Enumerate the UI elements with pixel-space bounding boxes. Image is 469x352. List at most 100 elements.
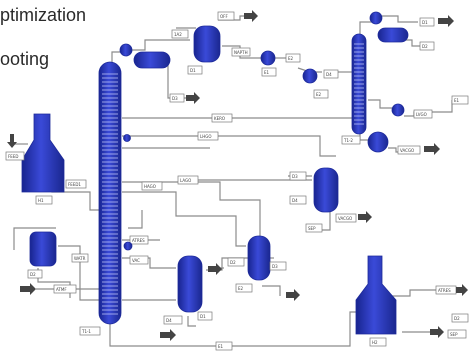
svg-text:ATRES: ATRES (132, 238, 145, 243)
svg-text:E1: E1 (454, 98, 460, 103)
svg-text:E2: E2 (316, 92, 322, 97)
column2-pump[interactable] (391, 103, 405, 117)
feed-stream-tag: FEED (5, 151, 25, 161)
svg-text:D4: D4 (292, 198, 298, 203)
svg-text:H1: H1 (38, 198, 44, 203)
tag-c2-bottom: VACGO (397, 145, 421, 155)
tag-h2-bottom: D2 (451, 313, 469, 323)
tag-e2: E2 (313, 89, 329, 99)
tag-lago: LAGO (177, 175, 199, 185)
tag-lower-2: VAC (129, 255, 149, 265)
svg-text:D3: D3 (272, 264, 278, 269)
offgas-arrow-icon (244, 10, 258, 22)
tag-sep-left2: D4 (289, 195, 307, 205)
stripper-sep[interactable] (313, 167, 339, 213)
c2-bottom-arrow-icon (424, 143, 440, 155)
header-text-line2: ooting (0, 49, 50, 69)
tag-bottom-pipe: E1 (215, 341, 233, 351)
svg-text:VACGO: VACGO (400, 148, 414, 153)
tag-atmf: ATMF (53, 284, 77, 294)
feed-arrow-icon (7, 134, 17, 148)
column2-condenser[interactable] (369, 11, 409, 43)
exchanger-e1[interactable] (260, 50, 276, 66)
svg-text:FEED1: FEED1 (68, 182, 81, 187)
svg-text:FEED: FEED (8, 154, 18, 159)
column2-reboiler[interactable] (367, 131, 389, 153)
main-column-label: T1-1 (79, 326, 101, 336)
svg-text:VACGO: VACGO (338, 216, 352, 221)
furnace-h2-label: H2 (369, 337, 387, 347)
svg-text:D4: D4 (166, 318, 172, 323)
tag-wat: WATR (71, 253, 89, 263)
d1-out-arrow-icon (186, 92, 200, 104)
tag-lower-4: D4 (163, 315, 183, 325)
svg-text:1A2: 1A2 (174, 32, 182, 37)
svg-text:ATRES: ATRES (438, 288, 451, 293)
pump-p1[interactable] (302, 68, 318, 84)
tag-c2-right: E1 (451, 95, 469, 105)
inlet-arrow-icon (20, 283, 36, 295)
tag-center-bottom: E2 (235, 283, 253, 293)
lower-exchanger[interactable] (123, 241, 133, 251)
svg-text:D1: D1 (190, 68, 196, 73)
svg-text:E1: E1 (218, 344, 224, 349)
feed-stream-tag-2: FEED1 (65, 179, 87, 189)
tag-lower-1: ATRES (129, 235, 149, 245)
overhead-drum-d1[interactable] (193, 25, 221, 63)
svg-text:D1: D1 (422, 20, 428, 25)
main-distillation-column[interactable] (98, 61, 122, 325)
center-bottom-arrow-icon (286, 289, 300, 301)
svg-text:E2: E2 (238, 286, 244, 291)
svg-text:LHGO: LHGO (200, 134, 211, 139)
svg-text:D2: D2 (454, 316, 460, 321)
svg-text:LVGO: LVGO (416, 112, 427, 117)
svg-text:SEP: SEP (450, 332, 458, 337)
svg-text:NAPTH: NAPTH (234, 50, 248, 55)
overhead-condenser[interactable] (119, 43, 171, 69)
svg-text:LAGO: LAGO (180, 178, 191, 183)
tag-lower-3: D1 (197, 311, 213, 321)
svg-text:D2: D2 (30, 272, 36, 277)
svg-text:OFF: OFF (220, 14, 228, 19)
svg-text:H2: H2 (372, 340, 378, 345)
svg-text:D3: D3 (292, 174, 298, 179)
furnace-h2[interactable] (355, 255, 397, 335)
center-drum[interactable] (247, 235, 271, 281)
svg-text:D2: D2 (422, 44, 428, 49)
column-trays (102, 73, 118, 315)
tag-h2-bottom2: SEP (447, 329, 467, 339)
drum-left[interactable] (29, 231, 57, 267)
tag-stream-mid: E2 (285, 53, 301, 63)
side-stripper-small[interactable] (123, 134, 131, 142)
exchanger-e1-label: E1 (261, 67, 277, 77)
svg-text:E2: E2 (288, 56, 294, 61)
secondary-column[interactable] (351, 33, 367, 135)
svg-text:D1: D1 (200, 314, 206, 319)
svg-text:T1-2: T1-2 (343, 138, 353, 143)
tag-c2-top: D1 (419, 17, 435, 27)
c2-top-arrow-icon (438, 15, 454, 27)
sep-out-arrow-icon (358, 211, 372, 223)
tag-d4: D4 (323, 69, 339, 79)
stripper-sep-label: SEP (305, 223, 323, 233)
tag-center-left: D2 (227, 257, 245, 267)
furnace-h1-label: H1 (35, 195, 53, 205)
furnace-h1[interactable] (21, 113, 65, 193)
tag-c2-mid: D2 (419, 41, 435, 51)
column2-trays (354, 43, 364, 125)
svg-text:D2: D2 (230, 260, 236, 265)
svg-text:D3: D3 (172, 96, 178, 101)
tag-1a2: 1A2 (171, 29, 189, 39)
lower-drum[interactable] (177, 255, 203, 313)
center-arrow-icon (208, 263, 222, 275)
svg-text:ATMF: ATMF (56, 287, 67, 292)
drum-d1-label: D1 (187, 65, 203, 75)
header-text-line1: ptimization (0, 5, 87, 25)
svg-text:WATR: WATR (74, 256, 86, 261)
tag-c2-side: LVGO (413, 109, 433, 119)
tag-lhgo: LHGO (197, 131, 219, 141)
drum-left-label: D2 (27, 269, 43, 279)
tag-naph: NAPTH (231, 47, 251, 57)
